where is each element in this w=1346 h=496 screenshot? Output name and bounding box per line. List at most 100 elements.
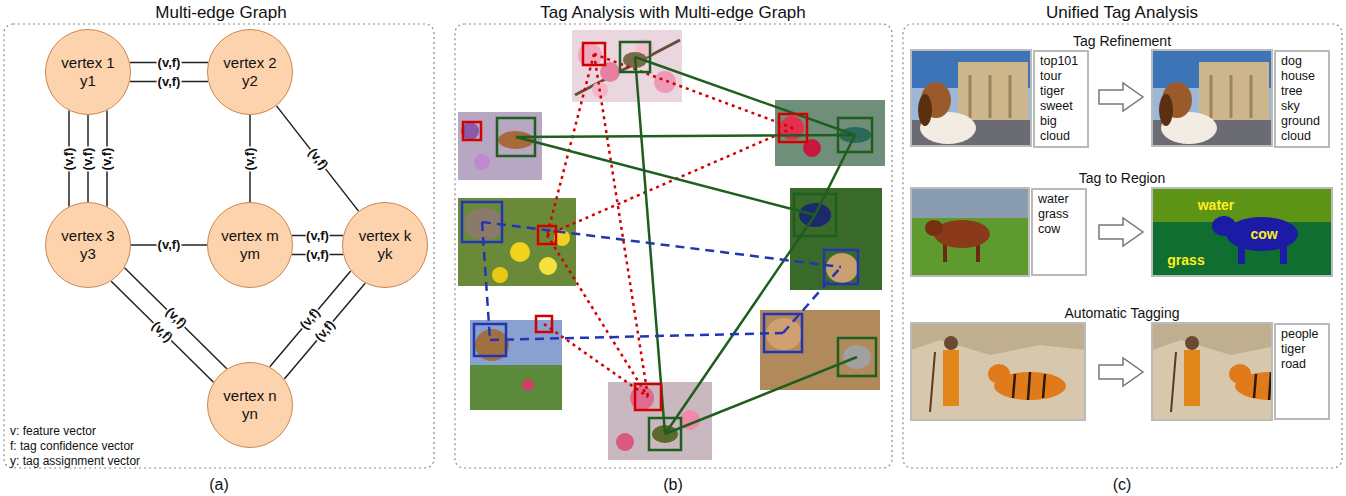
illustration-shape [958,62,1028,120]
vertex-name: vertex 1 [61,54,114,72]
tag-list: dog house tree sky ground cloud [1281,54,1320,144]
edge-label: (v,f) [157,238,182,252]
graph-edge [270,271,351,367]
illustration-shape [838,338,876,376]
illustration-shape [616,433,634,451]
illustration-shape [510,242,530,262]
tag-assignment: yn [242,405,258,423]
illustration-shape [783,267,841,333]
illustration-shape [911,188,1029,218]
illustration-shape [1269,372,1271,400]
panel-title: Unified Tag Analysis [898,3,1346,23]
red-matches [544,54,793,397]
edge-label: (v,f) [62,146,76,171]
panel: Tag Analysis with Multi-edge Graph [450,0,896,472]
illustration-shape [760,310,880,390]
illustration-shape [779,114,807,142]
photo-dog-house [1152,50,1272,146]
green-matches [516,57,857,434]
illustration-shape [911,50,1031,146]
illustration-shape [1230,75,1233,118]
photo-monk-tiger [911,323,1085,420]
task-heading: Tag to Region [1079,170,1165,186]
vertex-name: vertex 2 [223,54,276,72]
graph-edge [111,281,213,382]
task-heading: Tag Refinement [1073,33,1171,49]
illustration-shape [944,336,958,350]
region-label: cow [1250,226,1277,242]
illustration-shape [911,188,1029,276]
vertex-circle: vertex kyk [342,202,428,288]
illustration-shape [824,250,858,284]
illustration-shape [482,222,490,340]
legend-definition: f: tag confidence vector [10,440,134,454]
illustration-shape [4,24,434,468]
illustration-shape [1099,218,1143,246]
illustration-shape [1152,50,1272,146]
tag-assignment: y1 [80,72,96,90]
illustration-shape [630,386,654,410]
illustration-shape [943,350,959,406]
photo-monk-tiger-crop [1152,323,1272,420]
illustration-shape [578,43,602,67]
illustration-shape [583,43,605,65]
illustration-shape [925,220,943,236]
region-boxes [462,42,876,450]
illustration-shape [790,188,882,290]
illustration-shape [649,418,681,450]
illustration-shape [903,24,1342,468]
illustration-shape [1043,374,1045,398]
illustration-shape [490,333,783,340]
illustration-shape [1184,350,1200,406]
illustration-shape [458,112,542,180]
illustration-shape [1254,374,1256,398]
vertex-circle: vertex 1y1 [45,29,131,115]
illustration-shape [462,202,502,242]
illustration-shape [1210,75,1213,118]
photo-collie [470,320,562,410]
illustration-shape [522,379,534,391]
illustration-shape [911,323,1085,420]
illustration-shape [538,226,556,244]
illustration-shape [989,75,992,118]
illustration-shape [911,50,1031,146]
illustration-shape [463,122,481,140]
illustration-shape [474,324,506,356]
tag-list: water grass cow [1038,192,1069,237]
illustration-shape [547,128,793,235]
illustration-shape [1152,323,1272,355]
illustration-shape [826,253,858,283]
illustration-shape [1171,352,1176,412]
tag-assignment: yk [378,245,393,263]
illustration-shape [665,215,815,434]
tag-list: top101 tour tiger sweet big cloud [1040,54,1078,144]
illustration-shape [654,71,676,93]
illustration-shape [1152,50,1272,146]
vertex-name: vertex k [359,227,412,245]
legend-definition: y: tag assignment vector [10,455,140,469]
illustration-shape [635,384,661,410]
illustration-shape [547,54,594,235]
photo-bird-dog [790,188,882,290]
panel: Unified Tag Analysis top101 tour tiger sw… [898,0,1346,472]
vertex-name: vertex n [223,387,276,405]
panel-caption: (b) [663,476,683,494]
illustration-shape [620,42,650,72]
panel-caption: (c) [1113,476,1132,494]
panel-borders [4,24,1342,468]
illustration-shape [911,323,1085,355]
blue-matches [482,222,841,340]
illustration-shape [1185,336,1199,350]
edge-label: (v,f) [305,248,330,262]
illustration-shape [775,100,885,166]
illustration-shape [988,364,1010,384]
vertex-circle: vertex 3y3 [45,202,131,288]
task-heading: Automatic Tagging [1065,305,1180,321]
tag-assignment: y3 [80,245,96,263]
illustration-shape [794,194,836,236]
illustration-shape [544,324,648,397]
illustration-shape [516,135,855,137]
illustration-shape [547,235,648,397]
tag-box: people tiger road [1274,323,1330,420]
